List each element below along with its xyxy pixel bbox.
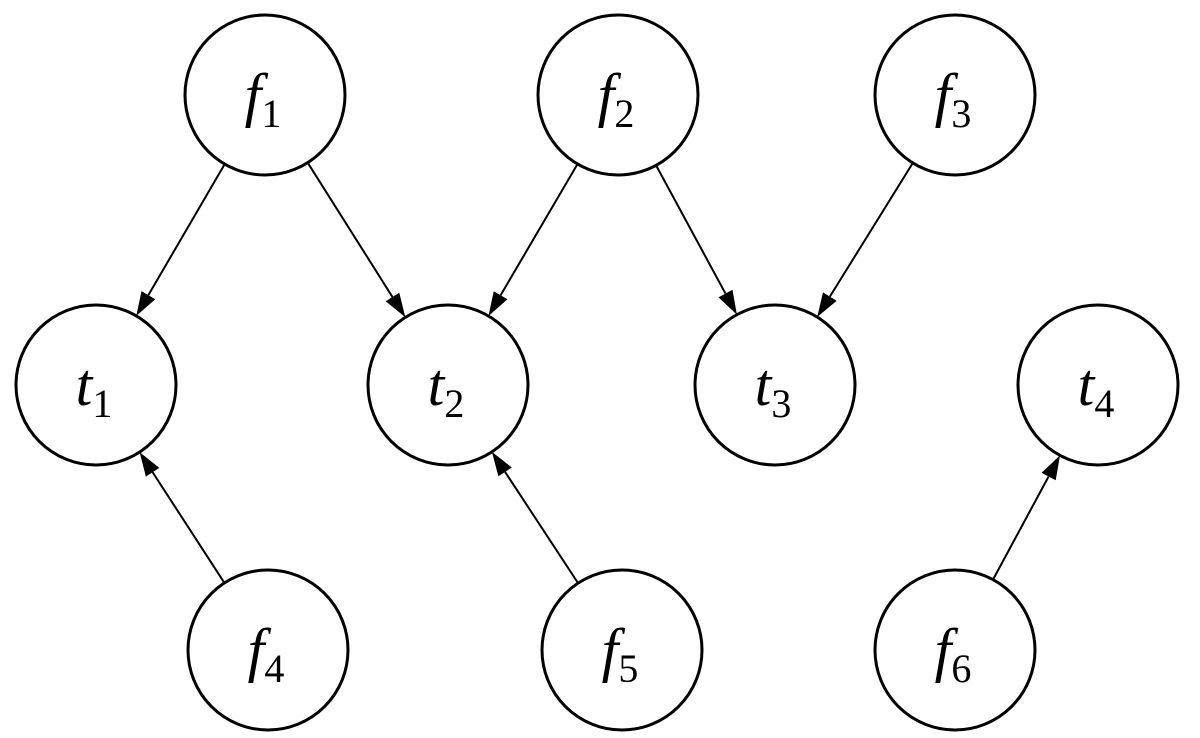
edge-line	[151, 471, 226, 584]
node-f4: f4	[186, 568, 350, 732]
node-label-subscript: 3	[771, 381, 791, 426]
node-label: t2	[428, 352, 465, 426]
node-label: t4	[1078, 352, 1115, 426]
arrowhead	[1041, 455, 1060, 481]
edge-line	[655, 164, 727, 295]
node-label-subscript: 1	[261, 91, 281, 136]
node-t2: t2	[366, 303, 530, 467]
edge-line	[992, 476, 1050, 581]
node-label-subscript: 1	[92, 381, 112, 426]
node-label-subscript: 2	[444, 381, 464, 426]
edge-line	[499, 163, 579, 296]
node-label-subscript: 4	[264, 646, 284, 691]
edge-f3-t3	[817, 162, 914, 317]
node-circle	[873, 568, 1037, 732]
arrowhead	[136, 291, 156, 316]
node-label-subscript: 3	[951, 91, 971, 136]
node-label-subscript: 5	[618, 646, 638, 691]
node-t4: t4	[1016, 303, 1180, 467]
node-label: t1	[76, 352, 113, 426]
node-label-subscript: 2	[614, 91, 634, 136]
node-label-base: t	[755, 352, 773, 418]
node-circle	[1016, 303, 1180, 467]
node-f6: f6	[873, 568, 1037, 732]
edge-f2-t2	[488, 163, 579, 316]
node-label-base: t	[428, 352, 446, 418]
node-label: t3	[755, 352, 792, 426]
node-circle	[873, 13, 1037, 177]
edges-layer	[136, 162, 1060, 584]
node-circle	[536, 13, 700, 177]
node-f5: f5	[540, 568, 704, 732]
node-label-subscript: 4	[1094, 381, 1114, 426]
node-circle	[183, 13, 347, 177]
node-label-base: t	[76, 352, 94, 418]
node-circle	[14, 303, 178, 467]
edge-f1-t2	[306, 162, 406, 318]
edge-f5-t2	[491, 451, 579, 584]
arrowhead	[817, 292, 837, 317]
node-circle	[540, 568, 704, 732]
edge-f6-t4	[992, 455, 1060, 581]
edge-line	[147, 163, 226, 296]
node-label-base: t	[1078, 352, 1096, 418]
edge-line	[828, 162, 914, 298]
arrowhead	[718, 289, 737, 315]
edge-f2-t3	[655, 164, 737, 315]
arrowhead	[139, 452, 160, 477]
node-circle	[693, 303, 857, 467]
arrowhead	[488, 291, 508, 316]
node-f2: f2	[536, 13, 700, 177]
node-circle	[186, 568, 350, 732]
edge-line	[504, 471, 579, 584]
arrowhead	[491, 451, 512, 477]
node-f1: f1	[183, 13, 347, 177]
node-t1: t1	[14, 303, 178, 467]
edge-line	[306, 162, 394, 298]
node-circle	[366, 303, 530, 467]
edge-f1-t1	[136, 163, 226, 316]
node-f3: f3	[873, 13, 1037, 177]
arrowhead	[385, 292, 406, 318]
edge-f4-t1	[139, 452, 226, 584]
node-label-subscript: 6	[951, 646, 971, 691]
node-t3: t3	[693, 303, 857, 467]
